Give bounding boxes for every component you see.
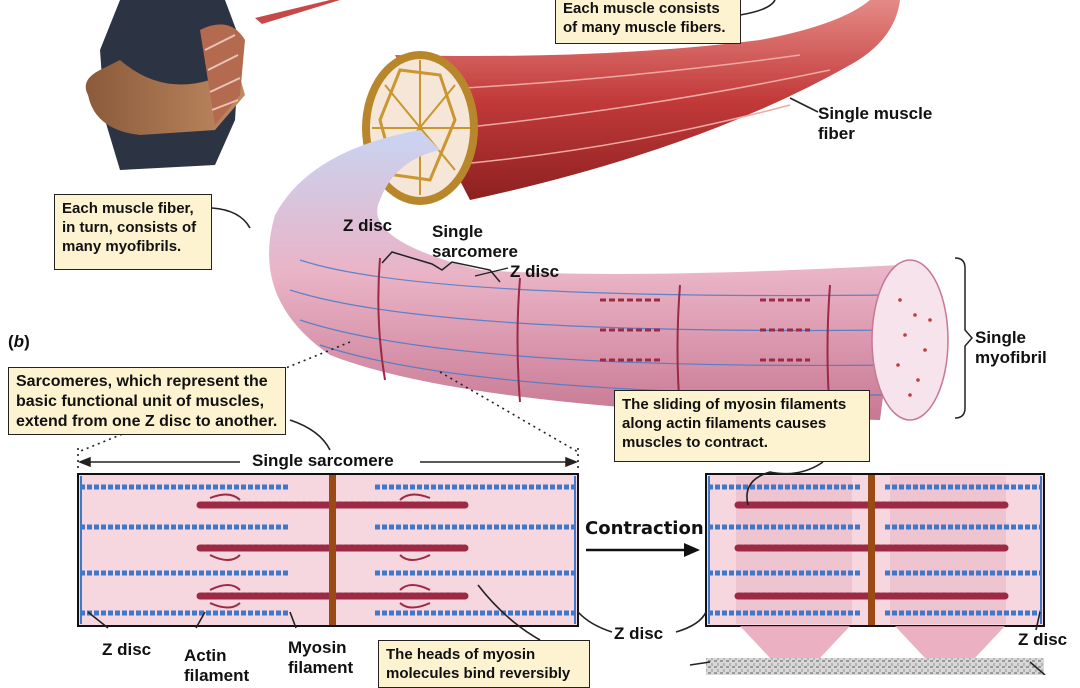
- label-z-disc-bottom-left: Z disc: [102, 640, 152, 659]
- label-single-myofibril: Single myofibril: [975, 328, 1047, 367]
- z-disc-right-leader: [474, 267, 509, 277]
- label-single-muscle-fiber: Single muscle fiber: [818, 104, 933, 143]
- callout-sliding-filaments: The sliding of myosin filaments along ac…: [614, 390, 870, 462]
- contraction-arrow: [586, 543, 700, 557]
- label-single-sarcomere-bracket: Single sarcomere: [246, 451, 400, 471]
- callout-sarcomere-definition: Sarcomeres, which represent the basic fu…: [8, 367, 286, 435]
- person-illustration: [85, 0, 340, 170]
- label-z-disc-upper-left: Z disc: [343, 216, 393, 235]
- panel-letter-b: (b): [8, 332, 30, 351]
- label-z-disc-bottom-middle: Z disc: [614, 624, 664, 643]
- sarcomere-width-arrow: [77, 456, 579, 468]
- label-single-sarcomere-upper: Single sarcomere: [432, 222, 519, 261]
- zoom-guide-lines: [77, 341, 579, 470]
- label-myosin-filament: Myosin filament: [288, 638, 354, 677]
- label-z-disc-upper-right: Z disc: [510, 262, 560, 281]
- panel-letter-text: b: [13, 332, 25, 351]
- leader-lines: [87, 0, 1046, 675]
- callout-fiber-consists: Each muscle fiber, in turn, consists of …: [54, 194, 212, 270]
- relaxed-sarcomere: [77, 473, 579, 627]
- myofibril-illustration: [269, 130, 973, 421]
- contracted-sarcomere: [705, 473, 1045, 675]
- label-z-disc-bottom-right: Z disc: [1018, 630, 1068, 649]
- label-actin-filament: Actin filament: [184, 646, 250, 685]
- callout-myosin-heads: The heads of myosin molecules bind rever…: [378, 640, 590, 688]
- callout-muscle-consists: Each muscle consists of many muscle fibe…: [555, 0, 741, 44]
- upper-sarcomere-bracket: [381, 251, 501, 283]
- label-contraction: Contraction: [585, 518, 704, 539]
